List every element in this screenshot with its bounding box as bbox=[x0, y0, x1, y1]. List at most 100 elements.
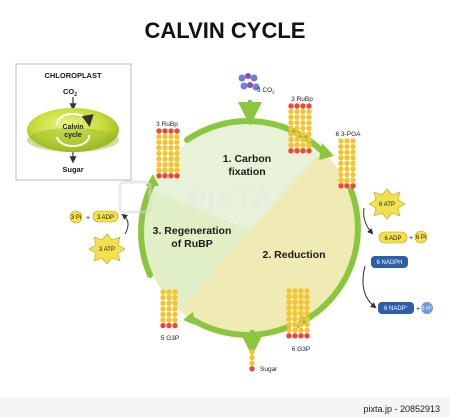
g3p-left-bead bbox=[166, 306, 172, 312]
rubp-top-bead bbox=[306, 108, 312, 115]
rubp-left-bead bbox=[156, 133, 162, 140]
rubp-top-bead bbox=[306, 148, 312, 154]
rubp-left-bead bbox=[162, 173, 168, 179]
g3p-bottom-bead bbox=[304, 293, 310, 300]
rubp-top-bead bbox=[300, 103, 306, 109]
rubp-top-bead bbox=[300, 114, 306, 120]
watermark: PIXTA bbox=[118, 180, 273, 217]
rubp-left-bead bbox=[156, 128, 162, 134]
chloroplast-shape bbox=[27, 108, 119, 152]
g3p-bottom-bead bbox=[304, 327, 310, 333]
pga-bead bbox=[338, 171, 344, 178]
phase-reduction: 2. Reduction bbox=[262, 249, 325, 261]
g3p-bottom-bead bbox=[298, 327, 304, 333]
arrow-to-g3p-left bbox=[187, 315, 291, 338]
inset-heading: CHLOROPLAST bbox=[44, 71, 102, 80]
rubp-top-bead bbox=[294, 108, 300, 115]
pga-bead bbox=[344, 160, 350, 167]
rubp-top-bead bbox=[306, 125, 312, 132]
rubp-left-bead bbox=[168, 156, 174, 162]
g3p-bottom-bead bbox=[304, 310, 310, 317]
g3p-bottom-bead bbox=[292, 299, 298, 305]
watermark-brand: PIXTA bbox=[187, 184, 273, 217]
watermark-logo-icon bbox=[118, 180, 152, 214]
g3p-bottom-bead bbox=[304, 316, 310, 322]
rubp-top-bead bbox=[306, 114, 312, 120]
adp-reduction-label: 6 ADP bbox=[384, 236, 401, 242]
rubp-top-bead bbox=[300, 131, 306, 137]
g3p-bottom-bead bbox=[286, 333, 292, 339]
inset-sugar-label: Sugar bbox=[62, 165, 83, 174]
g3p-bottom-bead bbox=[292, 321, 298, 328]
g3p-bottom-bead bbox=[286, 305, 292, 311]
g3p-bottom-bead bbox=[286, 293, 292, 300]
rubp-top-bead bbox=[294, 103, 300, 109]
rubp-top-bead bbox=[306, 142, 312, 148]
g3p-left-bead bbox=[160, 294, 166, 301]
g3p-left-bead bbox=[160, 306, 166, 312]
pga-bead bbox=[344, 166, 350, 172]
g3p-bottom-bead bbox=[286, 316, 292, 322]
g3p-bottom-bead bbox=[286, 288, 292, 294]
pga-bead bbox=[350, 138, 356, 144]
g3p-left-bead bbox=[172, 289, 178, 295]
rubp-left-bead bbox=[168, 161, 174, 168]
g3p-left-bead bbox=[160, 311, 166, 318]
g3p-left-bead bbox=[172, 317, 178, 323]
pga-bead bbox=[338, 149, 344, 155]
rubp-top-bead bbox=[300, 136, 306, 143]
rubp-top-bead bbox=[288, 108, 294, 115]
rubp-top-bead bbox=[300, 142, 306, 148]
g3p-bottom-label: 6 G3P bbox=[292, 346, 310, 353]
rubp-left-bead bbox=[174, 167, 180, 173]
arrow-regeneration bbox=[138, 182, 155, 278]
pga-bead bbox=[344, 177, 350, 183]
pga-bead bbox=[338, 155, 344, 161]
g3p-left-bead bbox=[160, 317, 166, 323]
phase-regeneration-line2: of RuBP bbox=[171, 238, 212, 250]
adp-regen-label: 3 ADP bbox=[97, 215, 114, 221]
g3p-left-bead bbox=[166, 294, 172, 301]
g3p-bottom-bead bbox=[304, 288, 310, 294]
rubp-top-bead bbox=[288, 114, 294, 120]
cycle-disc bbox=[142, 122, 357, 337]
atp-star-regen-icon bbox=[88, 233, 126, 265]
rubp-left-bead bbox=[174, 145, 180, 151]
g3p-bottom-bead bbox=[292, 288, 298, 294]
rubp-left-bead bbox=[162, 133, 168, 140]
rubp-top-bead bbox=[294, 131, 300, 137]
rubp-left-bead bbox=[156, 173, 162, 179]
pga-bead bbox=[338, 160, 344, 167]
rubp-top-bead bbox=[288, 142, 294, 148]
rubp-top-bead bbox=[294, 120, 300, 126]
phase-carbon-fixation-line1: 1. Carbon bbox=[223, 153, 271, 165]
g3p-bottom-bead bbox=[292, 293, 298, 300]
pga-bead bbox=[344, 155, 350, 161]
pi-dot-regen bbox=[69, 210, 83, 224]
rubp-top-bead bbox=[294, 114, 300, 120]
phase-carbon-fixation-line2: fixation bbox=[228, 166, 265, 178]
g3p-left-bead bbox=[160, 289, 166, 295]
rubp-left-bead bbox=[174, 128, 180, 134]
g3p-bottom-bead bbox=[298, 316, 304, 322]
footer-strip bbox=[0, 398, 450, 417]
rubp-left-bead bbox=[162, 161, 168, 168]
inset-center-line2: cycle bbox=[64, 132, 82, 139]
rubp-left-label: 3 RuBp bbox=[156, 121, 178, 128]
inset-co2-label: CO2 bbox=[63, 87, 77, 98]
plus-sign-1: + bbox=[409, 235, 413, 242]
g3p-left-label: 5 G3P bbox=[161, 335, 179, 342]
g3p-left-bead bbox=[172, 322, 178, 329]
rubp-top-bead bbox=[288, 148, 294, 154]
rubp-top-bead bbox=[300, 108, 306, 115]
pi-regen-label: 3 Pi bbox=[71, 215, 81, 221]
g3p-bottom-bead bbox=[304, 305, 310, 311]
arrowhead-fixation-icon bbox=[319, 143, 334, 160]
g3p-left-bead bbox=[166, 311, 172, 318]
rubp-left-bead bbox=[162, 156, 168, 162]
rubp-top-bead bbox=[306, 131, 312, 137]
g3p-bottom-bead bbox=[286, 321, 292, 328]
footer-image-number: pixta.jp - 20852913 bbox=[363, 404, 440, 414]
atp-reduction-label: 6 ATP bbox=[379, 202, 395, 208]
rubp-left-bead bbox=[156, 167, 162, 173]
